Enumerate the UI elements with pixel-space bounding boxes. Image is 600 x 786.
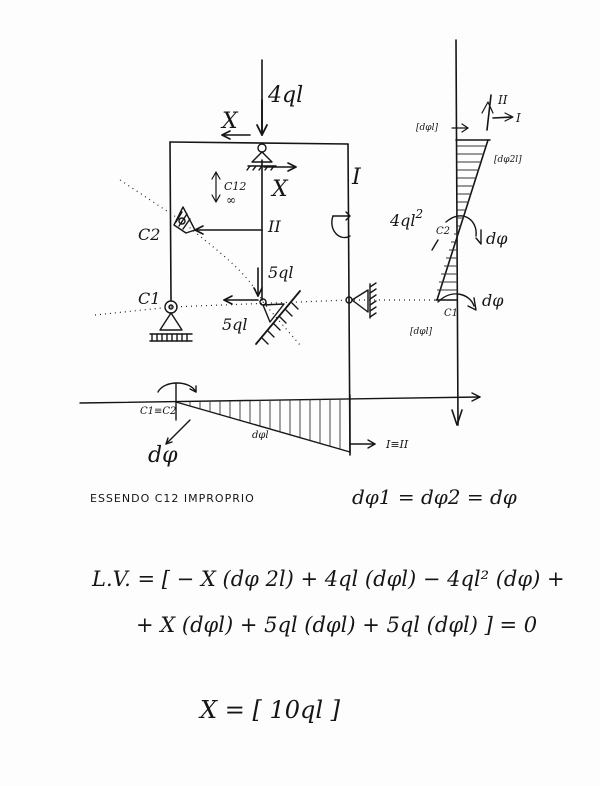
equations: ESSENDO C12 IMPROPRIO dφ1 = dφ2 = dφ L.V… <box>90 485 565 724</box>
bottom-dphi-label: dφ <box>148 443 178 468</box>
moment-label: 4ql2 <box>389 207 423 230</box>
rotation-dphi-upper: dφ <box>486 229 508 248</box>
c1-label: C1 <box>138 289 160 308</box>
rotation-c2-label: C2 <box>436 226 450 237</box>
axis-i-ii-label: I≡II <box>385 438 409 451</box>
hinge-c2 <box>173 206 196 234</box>
moment-arrow <box>331 211 351 239</box>
rotation-diagram-hatching <box>437 145 486 291</box>
rotation-bottom-label: [dφl] <box>410 327 432 337</box>
statement-prefix: ESSENDO C12 IMPROPRIO <box>90 492 255 505</box>
diagram-labels: 4ql X X I II C12 ∞ C2 C1 5ql 5ql 4ql2 C1… <box>138 83 522 468</box>
x-label-right: X <box>270 177 289 202</box>
member-i-label: I <box>351 165 362 190</box>
rotation-i-label: I <box>515 111 521 125</box>
x-label-left: X <box>220 109 239 134</box>
top-roller-support <box>246 143 277 171</box>
c12-double-arrow <box>211 171 221 203</box>
member-ii-label: II <box>267 217 281 236</box>
virtual-work-line-1: L.V. = [ − X (dφ 2l) + 4ql (dφl) − 4ql² … <box>91 567 565 591</box>
c12-label: C12 <box>224 180 246 193</box>
virtual-work-line-2: + X (dφl) + 5ql (dφl) + 5ql (dφl) ] = 0 <box>136 613 537 637</box>
infinity-label: ∞ <box>226 193 236 207</box>
c1-eq-c2-label: C1≡C2 <box>140 406 176 417</box>
statement-equation: dφ1 = dφ2 = dφ <box>352 485 517 509</box>
c2-label: C2 <box>138 225 160 244</box>
rotation-right-label: [dφ2l] <box>494 155 522 165</box>
right-support <box>345 282 377 319</box>
frame-members <box>169 39 459 456</box>
dotted-guides <box>94 179 452 346</box>
five-ql-arrows <box>223 267 263 305</box>
bottom-rotation-arrow <box>157 382 197 445</box>
rotation-c1-label: C1 <box>444 308 458 319</box>
load-label-top: 4ql <box>267 83 303 108</box>
bottom-diagram-hatching <box>189 399 341 449</box>
load-label-mid: 5ql <box>268 263 294 282</box>
result-equation: X = [ 10ql ] <box>198 696 341 724</box>
rotation-ii-label: II <box>497 93 508 107</box>
top-load-arrow <box>256 99 268 136</box>
rotation-top-left-label: [dφl] <box>416 123 438 133</box>
rotation-diagram-arrows <box>431 215 482 311</box>
inclined-support <box>255 290 301 345</box>
x-force-arrows <box>221 130 297 172</box>
rotation-diagram-lines <box>435 94 514 426</box>
rotation-dphi-lower: dφ <box>482 291 504 310</box>
load-label-left: 5ql <box>222 315 248 334</box>
bottom-curve-dphi-label: dφl <box>252 430 269 441</box>
